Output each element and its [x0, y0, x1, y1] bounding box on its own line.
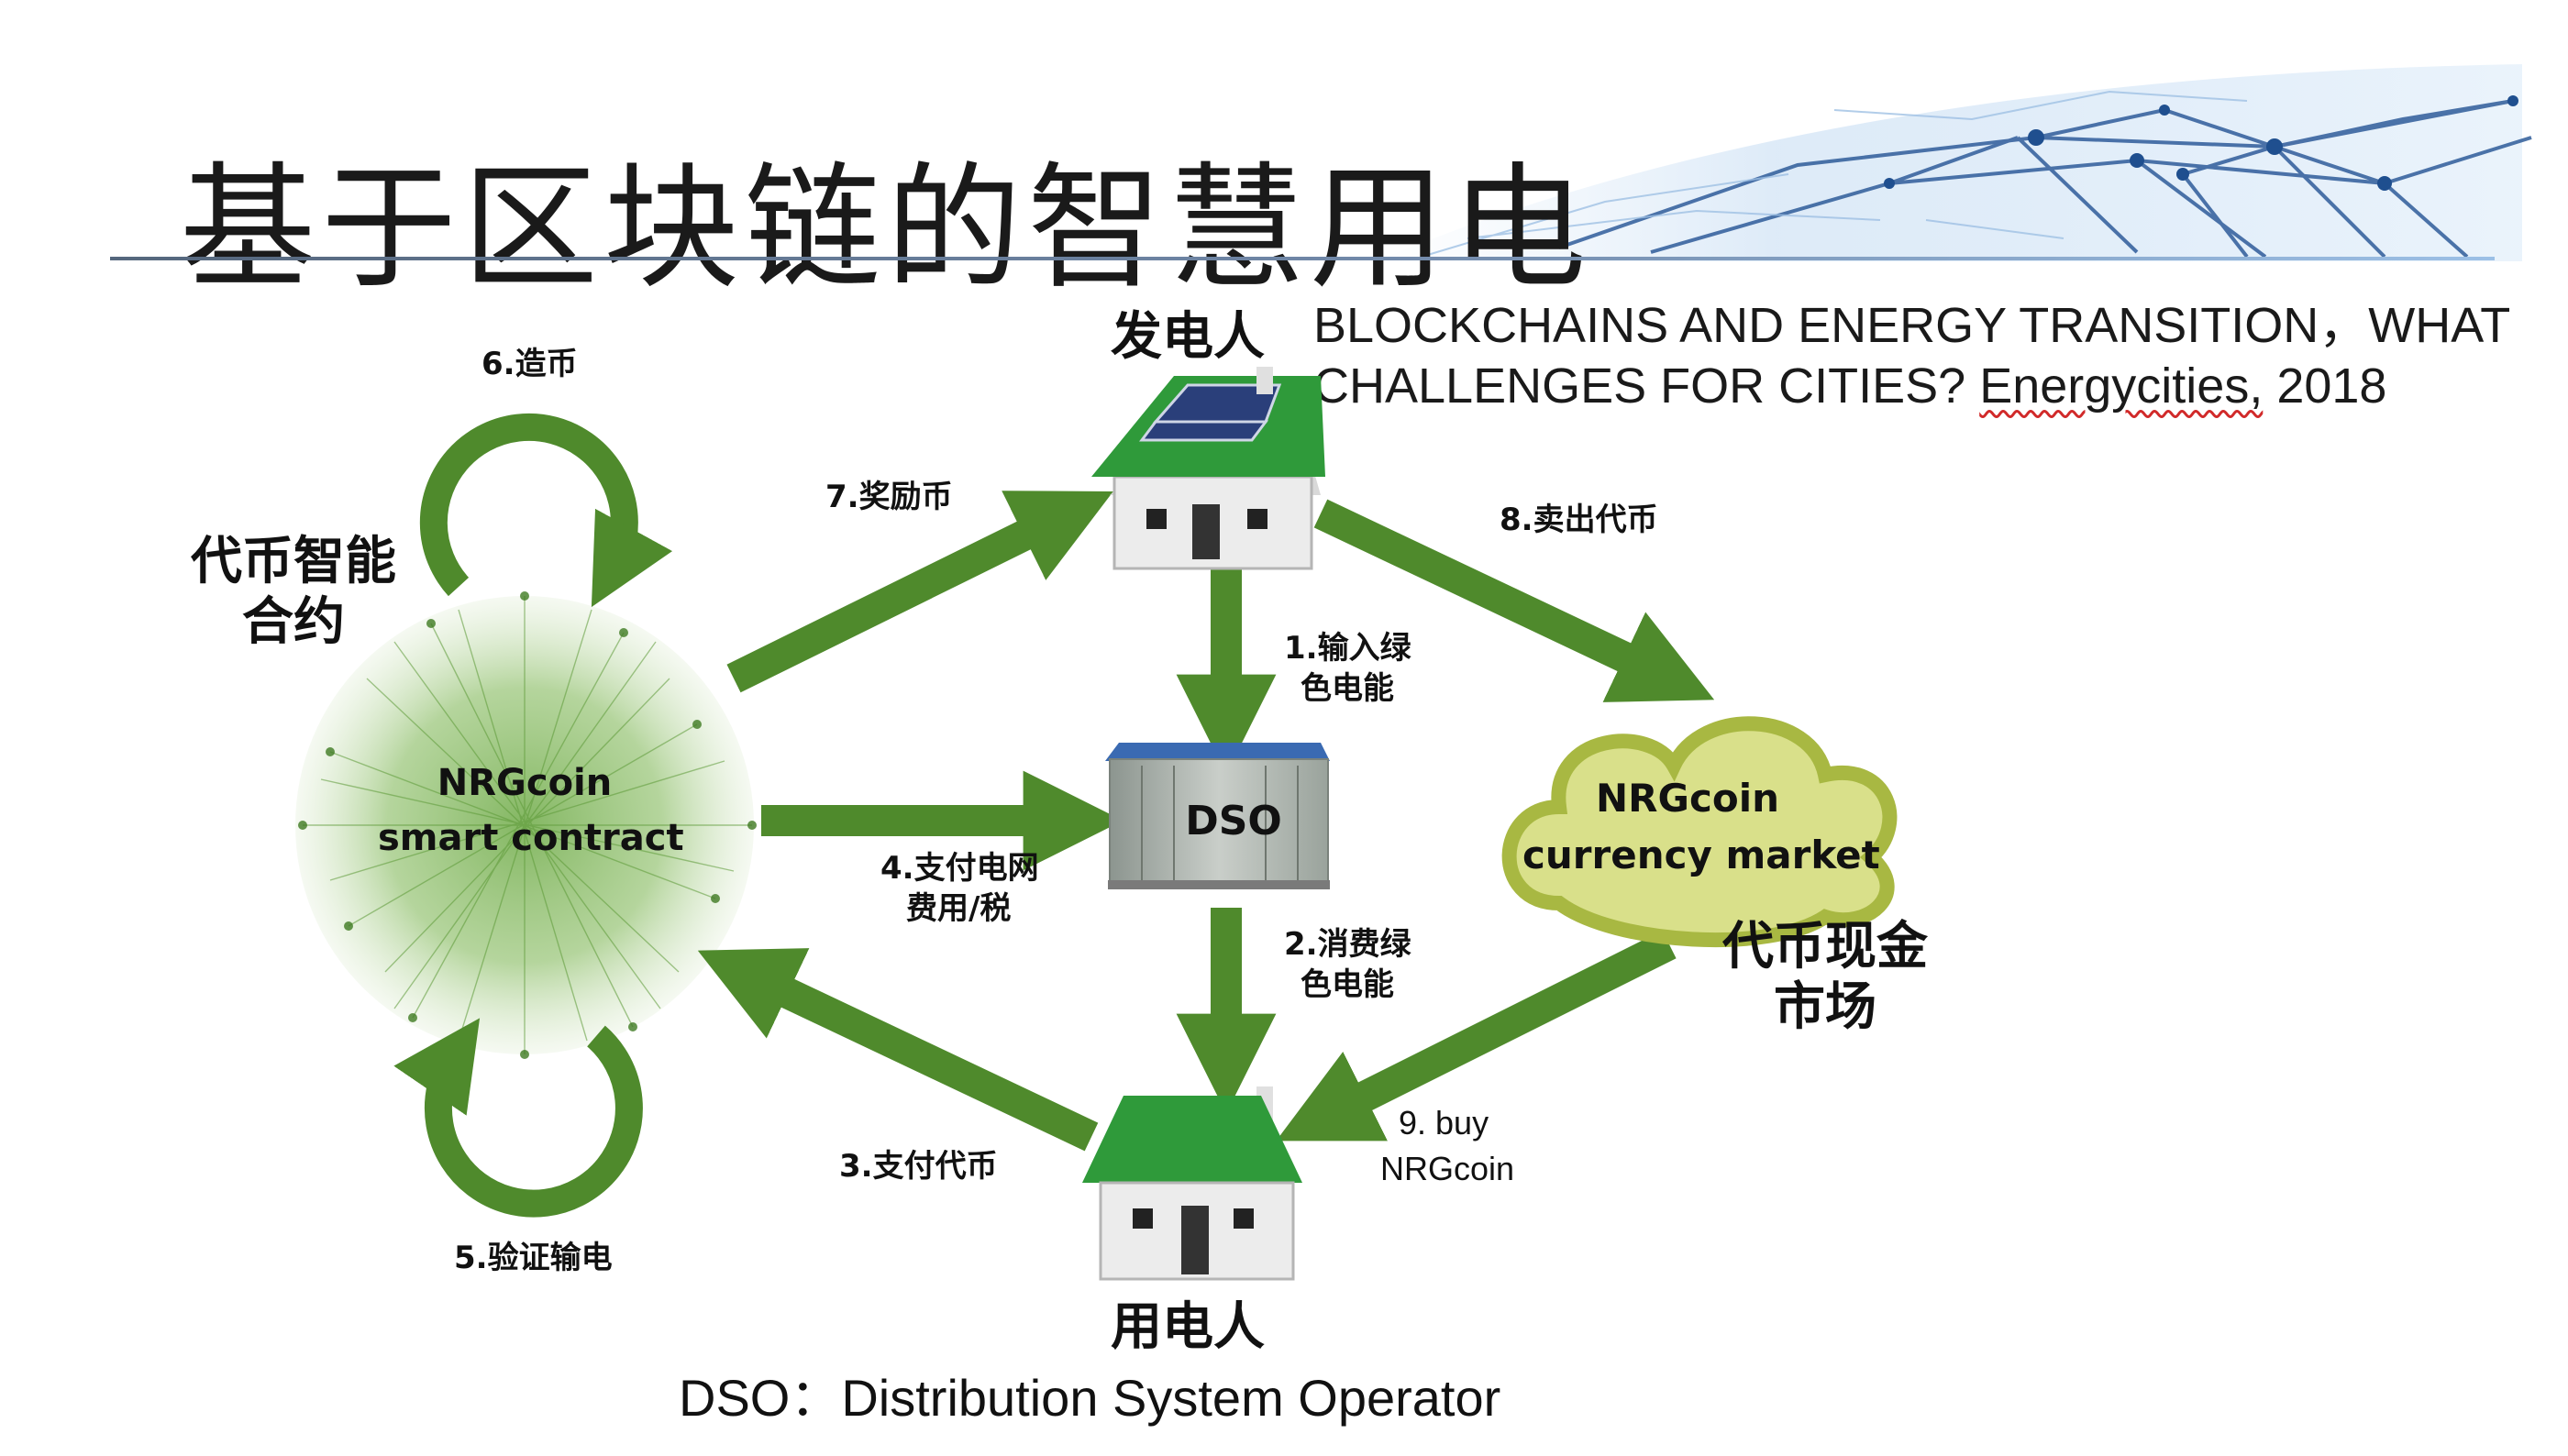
title-underline: [110, 257, 2495, 260]
smart-contract-label: NRGcoin smart contract: [378, 756, 684, 866]
reference-citation: BLOCKCHAINS AND ENERGY TRANSITION，WHAT C…: [1313, 295, 2510, 416]
step-9-label-line2: NRGcoin: [1380, 1150, 1515, 1187]
step-2-label-line1: 2.消费绿: [1284, 926, 1411, 963]
producer-caption: 发电人: [1111, 307, 1265, 367]
step-1-label: 1.输入绿 色电能: [1284, 628, 1411, 709]
smart-contract-caption-line2: 合约: [242, 592, 345, 652]
currency-market-caption-line1: 代币现金: [1722, 917, 1928, 976]
smart-contract-caption-line1: 代币智能: [191, 532, 396, 591]
smart-contract-caption: 代币智能 合约: [183, 532, 404, 653]
step-9-label: 9. buy NRGcoin: [1380, 1100, 1514, 1192]
buy-token-arrow: [1276, 930, 1677, 1142]
step-1-label-line2: 色电能: [1301, 670, 1394, 707]
consumer-house-icon: [1082, 1086, 1302, 1281]
consumer-caption: 用电人: [1111, 1297, 1265, 1357]
currency-market-caption-line2: 市场: [1774, 977, 1876, 1037]
smart-contract-network-icon: [295, 591, 757, 1059]
step-5-label: 5.验证输电: [454, 1240, 613, 1276]
step-4-label-line2: 费用/税: [906, 890, 1012, 927]
step-4-label: 4.支付电网 费用/税: [880, 848, 1039, 929]
step-7-label: 7.奖励币: [825, 479, 953, 515]
reward-arrow: [726, 491, 1113, 693]
step-6-label: 6.造币: [482, 346, 578, 382]
currency-market-cloud-icon: [1501, 716, 1898, 948]
currency-market-label: NRGcoin currency market: [1522, 770, 1880, 884]
dso-substation-icon: [1105, 743, 1330, 889]
step-9-label-line1: 9. buy: [1399, 1104, 1489, 1142]
reference-year: 2018: [2263, 358, 2387, 414]
step-3-label: 3.支付代币: [839, 1148, 998, 1185]
smart-contract-label-line2: smart contract: [378, 817, 684, 859]
step-2-label: 2.消费绿 色电能: [1284, 924, 1411, 1005]
step-2-label-line2: 色电能: [1301, 966, 1394, 1003]
dso-label: DSO: [1185, 798, 1282, 844]
dso-footnote: DSO：Distribution System Operator: [679, 1369, 1501, 1427]
reference-source: Energycities,: [1979, 358, 2264, 414]
verify-loop-arrow: [393, 1018, 643, 1218]
step-1-label-line1: 1.输入绿: [1284, 630, 1411, 667]
producer-house-icon: [1091, 367, 1325, 570]
sell-token-arrow: [1313, 499, 1715, 702]
smart-contract-label-line1: NRGcoin: [437, 762, 613, 804]
network-banner-graphic: [1376, 64, 2532, 261]
pay-token-arrow: [697, 948, 1099, 1152]
currency-market-caption: 代币现金 市场: [1715, 917, 1935, 1038]
reference-line-1: BLOCKCHAINS AND ENERGY TRANSITION，WHAT: [1313, 298, 2511, 353]
currency-market-label-line2: currency market: [1522, 833, 1880, 877]
reference-line-2-text: CHALLENGES FOR CITIES?: [1313, 358, 1980, 414]
page-title: 基于区块链的智慧用电: [180, 149, 1592, 307]
currency-market-label-line1: NRGcoin: [1595, 776, 1779, 821]
mint-loop-arrow: [419, 413, 673, 608]
step-8-label: 8.卖出代币: [1500, 502, 1658, 538]
step-4-label-line1: 4.支付电网: [880, 850, 1039, 887]
reference-line-2: CHALLENGES FOR CITIES? Energycities, 201…: [1313, 356, 2510, 416]
